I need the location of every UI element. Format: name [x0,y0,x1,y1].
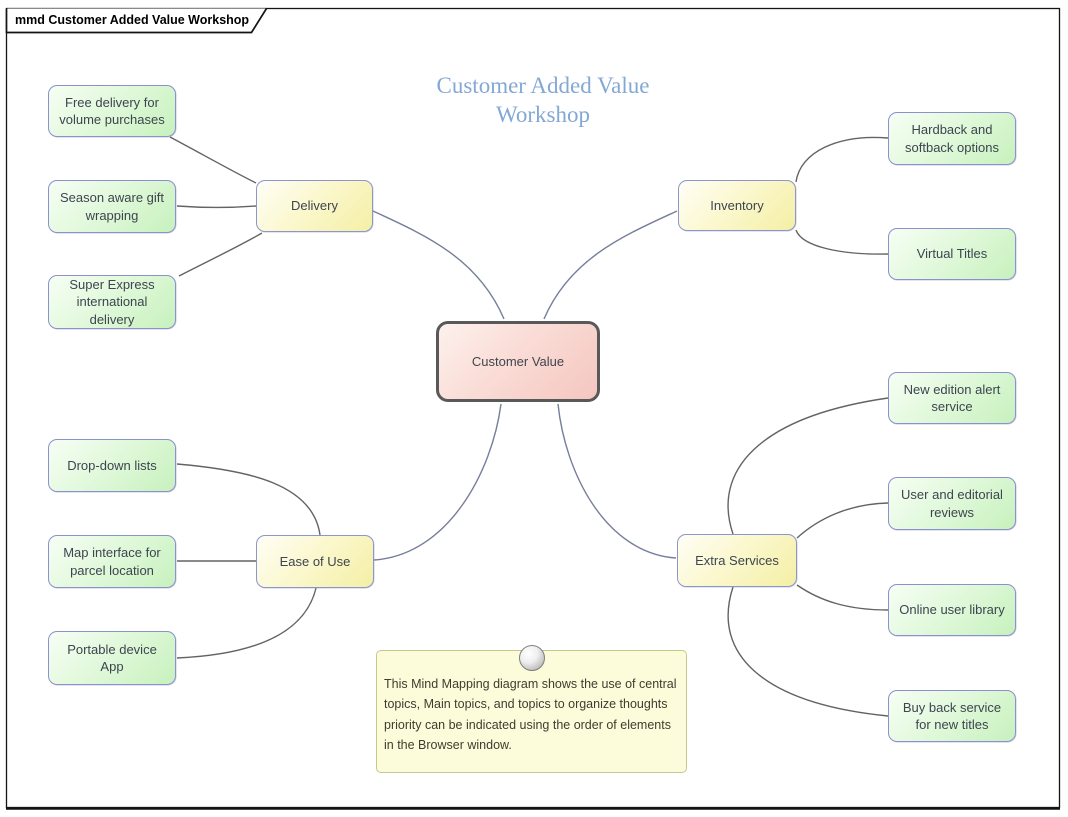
note[interactable]: This Mind Mapping diagram shows the use … [376,650,687,773]
connector-portabledevice [176,587,317,659]
connector-userreviews [796,502,889,539]
sub-topic-free-delivery[interactable]: Free delivery for volume purchases [48,85,176,137]
connector-freedelivery [169,136,257,184]
connector-inventory-central [543,210,678,320]
glossy-sphere-icon [519,645,545,671]
connector-delivery-central [372,210,505,320]
main-topic-inventory[interactable]: Inventory [678,180,796,231]
sub-topic-user-editorial-reviews[interactable]: User and editorial reviews [888,477,1016,530]
connector-buyback [727,586,889,717]
connector-newedition [727,397,889,535]
sub-topic-map-interface[interactable]: Map interface for parcel location [48,535,176,588]
connector-easeofuse-central [373,403,502,561]
connector-extraservices-central [557,403,677,559]
sub-topic-super-express[interactable]: Super Express international delivery [48,275,176,329]
central-topic[interactable]: Customer Value [436,321,600,402]
sub-topic-season-aware[interactable]: Season aware gift wrapping [48,180,176,233]
sub-topic-online-user-library[interactable]: Online user library [888,584,1016,636]
sub-topic-virtual-titles[interactable]: Virtual Titles [888,228,1016,280]
connector-hardback [795,136,889,183]
note-text: This Mind Mapping diagram shows the use … [384,677,677,752]
connector-seasonaware [176,205,257,209]
main-topic-extra-services[interactable]: Extra Services [677,534,797,587]
connector-superexpress [178,232,263,277]
connector-onlinelibrary [796,584,889,611]
main-topic-ease-of-use[interactable]: Ease of Use [256,535,374,588]
main-topic-delivery[interactable]: Delivery [256,180,373,232]
sub-topic-hardback-softback[interactable]: Hardback and softback options [888,112,1016,165]
sub-topic-new-edition-alert[interactable]: New edition alert service [888,372,1016,424]
sub-topic-drop-down-lists[interactable]: Drop-down lists [48,439,176,492]
connector-virtualtitles [795,229,889,255]
connector-dropdown [176,463,321,536]
sub-topic-portable-device-app[interactable]: Portable device App [48,631,176,685]
diagram-title[interactable]: Customer Added Value Workshop [436,73,650,128]
diagram-tab[interactable]: mmd Customer Added Value Workshop [15,13,250,27]
diagram-tab-outline [5,8,268,34]
sub-topic-buy-back-service[interactable]: Buy back service for new titles [888,690,1016,742]
